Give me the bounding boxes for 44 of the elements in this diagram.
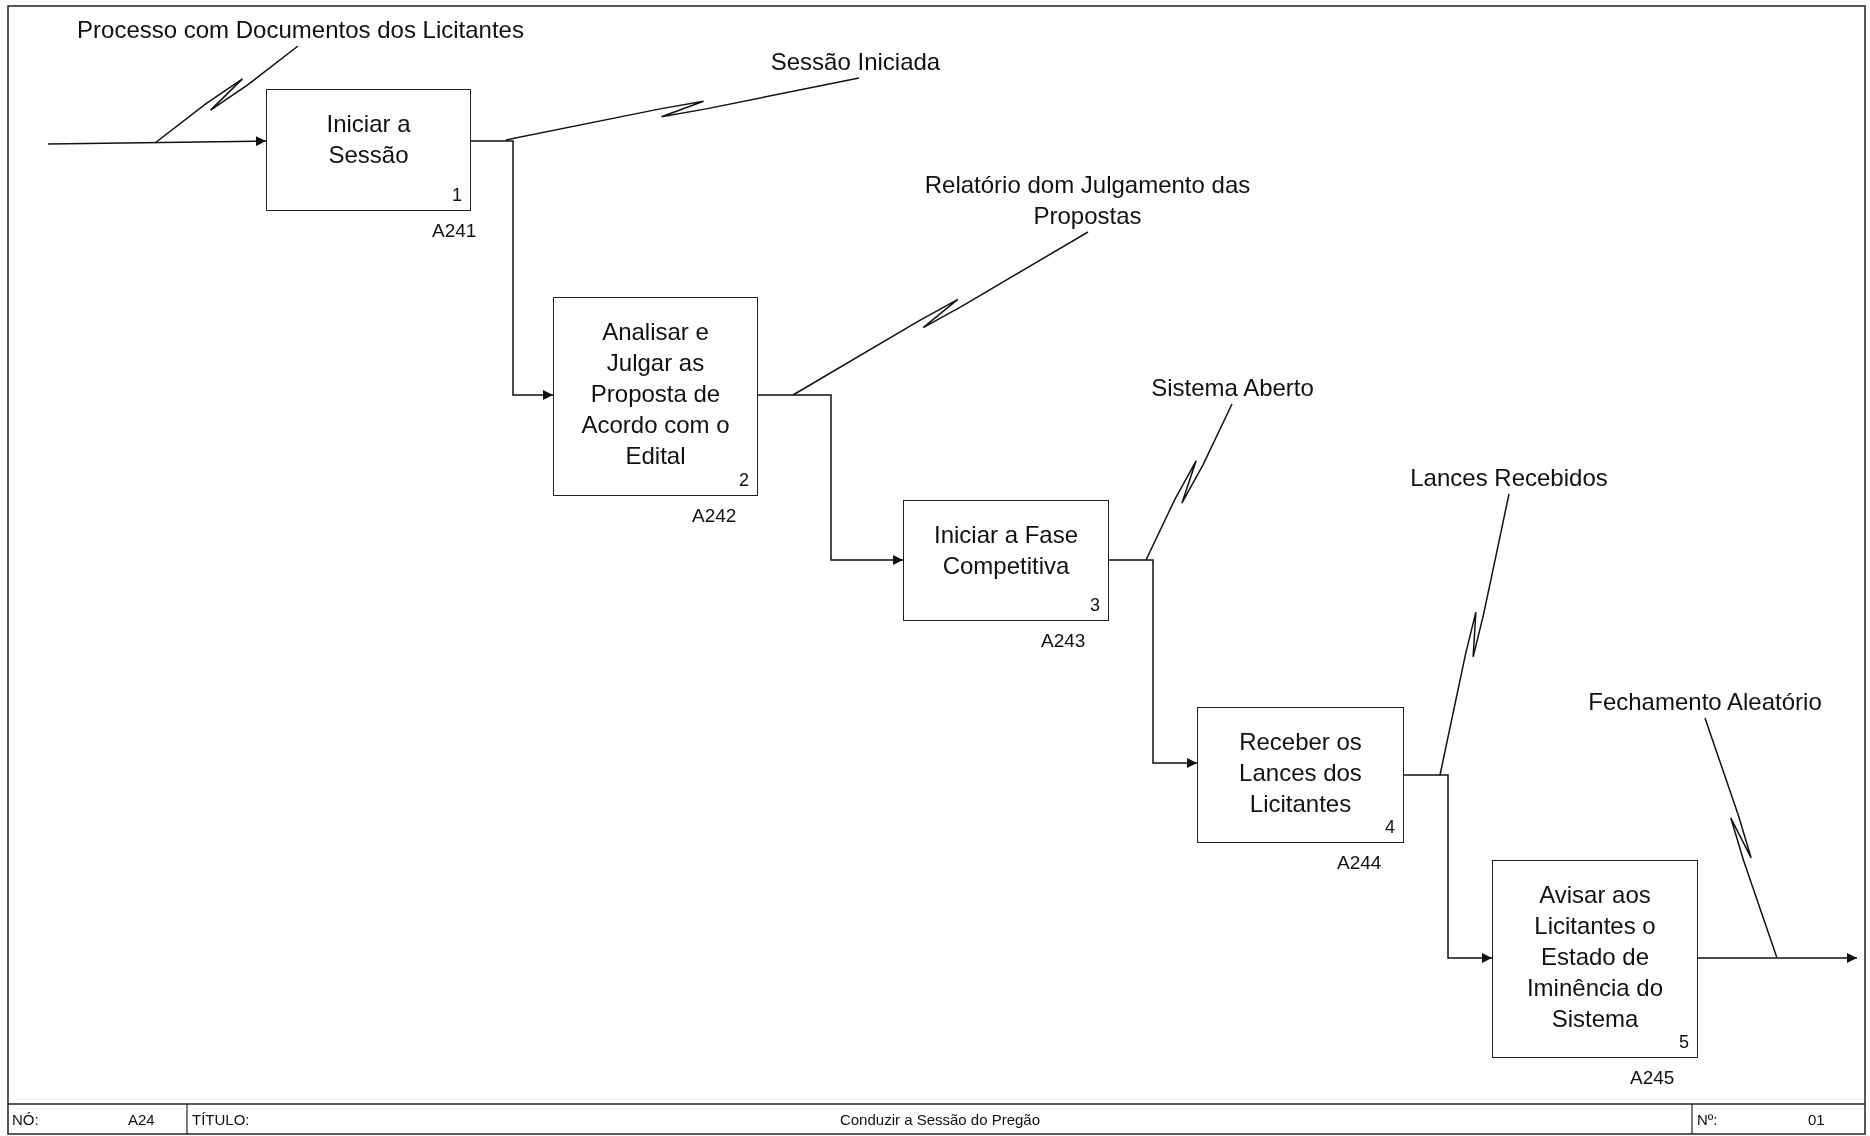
node-reference: A241 [432, 220, 477, 242]
arrow [757, 394, 904, 565]
footer-label: Nº: [1697, 1111, 1718, 1128]
box-number: 1 [452, 185, 462, 206]
arrow [470, 140, 554, 400]
leader-line [505, 77, 860, 141]
sheet-number: 01 [1808, 1111, 1825, 1128]
arrow [47, 136, 267, 147]
activity-box [1197, 707, 1404, 843]
leader-line [1145, 403, 1233, 561]
node-reference: A243 [1041, 630, 1086, 652]
node-reference: A242 [692, 505, 737, 527]
activity-name: Iniciar a Fase Competitiva [932, 520, 1080, 581]
activity-box [266, 89, 471, 211]
node-number: A24 [128, 1111, 155, 1128]
leader-line [792, 231, 1089, 396]
leader-line [154, 45, 299, 144]
activity-box [1492, 860, 1698, 1058]
activity-name: Iniciar a Sessão [325, 109, 412, 170]
box-number: 5 [1679, 1032, 1689, 1053]
node-reference: A245 [1630, 1067, 1675, 1089]
arrow-label: Sistema Aberto [1130, 372, 1335, 404]
box-number: 3 [1090, 595, 1100, 616]
arrow-label: Fechamento Aleatório [1560, 686, 1850, 718]
box-number: 4 [1385, 817, 1395, 838]
box-number: 2 [739, 470, 749, 491]
arrow-label: Lances Recebidos [1388, 462, 1630, 494]
leader-line [1439, 493, 1510, 776]
arrow [1697, 953, 1858, 963]
activity-box [553, 297, 758, 496]
arrow-label: Relatório dom Julgamento das Propostas [915, 169, 1260, 232]
leader-line [1704, 717, 1778, 959]
arrow-label: Sessão Iniciada [748, 46, 963, 78]
arrow [1403, 774, 1493, 963]
activity-name: Receber os Lances dos Licitantes [1238, 727, 1363, 819]
diagram-title: Conduzir a Sessão do Pregão [839, 1111, 1041, 1128]
activity-name: Avisar aos Licitantes o Estado de Iminência do Sistema [1525, 880, 1665, 1034]
arrow-label: Processo com Documentos dos Licitantes [28, 14, 573, 46]
node-reference: A244 [1337, 852, 1382, 874]
footer-label: NÓ: [12, 1111, 39, 1128]
activity-name: Analisar e Julgar as Proposta de Acordo com o Edital [580, 317, 731, 471]
footer-label: TÍTULO: [192, 1111, 250, 1128]
activity-box [903, 500, 1109, 621]
arrow [1108, 559, 1198, 768]
